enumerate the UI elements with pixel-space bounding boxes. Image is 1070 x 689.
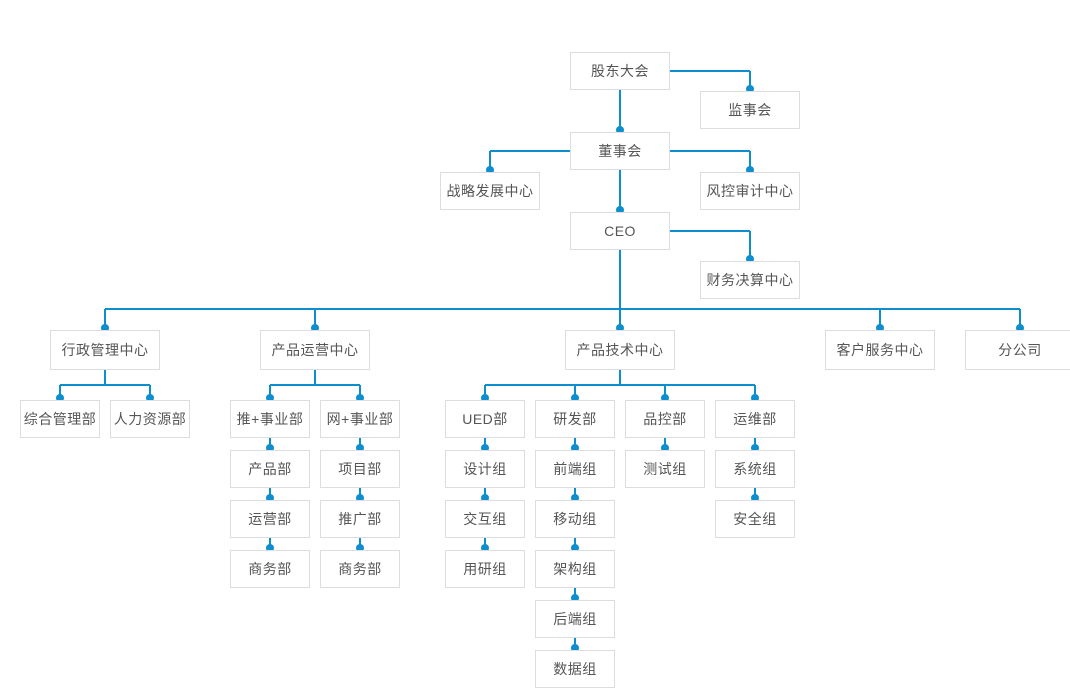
- org-node-n17[interactable]: 运营部: [230, 500, 310, 538]
- org-node-n31[interactable]: 后端组: [535, 600, 615, 638]
- org-node-n32[interactable]: 数据组: [535, 650, 615, 688]
- org-node-n29[interactable]: 移动组: [535, 500, 615, 538]
- org-node-n1[interactable]: 股东大会: [570, 52, 670, 90]
- org-node-label: 董事会: [598, 143, 642, 159]
- org-node-label: 风控审计中心: [706, 183, 794, 199]
- org-node-label: 战略发展中心: [446, 183, 534, 199]
- org-node-n11[interactable]: 客户服务中心: [825, 330, 935, 370]
- org-node-label: 综合管理部: [23, 411, 97, 427]
- org-node-label: 安全组: [733, 511, 777, 527]
- org-node-label: 研发部: [553, 411, 597, 427]
- org-node-n23[interactable]: UED部: [445, 400, 525, 438]
- org-node-n7[interactable]: 财务决算中心: [700, 261, 800, 299]
- org-node-label: 网+事业部: [326, 411, 394, 427]
- org-node-label: UED部: [462, 411, 508, 427]
- org-node-label: 系统组: [733, 461, 777, 477]
- org-node-label: 推广部: [338, 511, 382, 527]
- org-node-n35[interactable]: 运维部: [715, 400, 795, 438]
- org-node-label: 运维部: [733, 411, 777, 427]
- org-node-n14[interactable]: 人力资源部: [110, 400, 190, 438]
- org-node-label: 运营部: [248, 511, 292, 527]
- org-node-n18[interactable]: 商务部: [230, 550, 310, 588]
- org-node-n10[interactable]: 产品技术中心: [565, 330, 675, 370]
- org-node-label: 后端组: [553, 611, 597, 627]
- org-node-label: 股东大会: [591, 63, 649, 79]
- org-node-label: 推+事业部: [236, 411, 304, 427]
- org-node-label: 行政管理中心: [61, 342, 149, 358]
- org-node-label: 移动组: [553, 511, 597, 527]
- org-node-n28[interactable]: 前端组: [535, 450, 615, 488]
- org-node-n6[interactable]: CEO: [570, 212, 670, 250]
- org-node-label: 前端组: [553, 461, 597, 477]
- org-node-n13[interactable]: 综合管理部: [20, 400, 100, 438]
- org-node-n22[interactable]: 商务部: [320, 550, 400, 588]
- org-node-n15[interactable]: 推+事业部: [230, 400, 310, 438]
- org-node-n2[interactable]: 监事会: [700, 91, 800, 129]
- org-node-n19[interactable]: 网+事业部: [320, 400, 400, 438]
- org-node-n20[interactable]: 项目部: [320, 450, 400, 488]
- org-node-label: 商务部: [338, 561, 382, 577]
- org-node-n33[interactable]: 品控部: [625, 400, 705, 438]
- org-node-label: 架构组: [553, 561, 597, 577]
- org-node-label: 财务决算中心: [706, 272, 794, 288]
- org-node-label: 设计组: [463, 461, 507, 477]
- org-node-label: 品控部: [643, 411, 687, 427]
- org-node-n24[interactable]: 设计组: [445, 450, 525, 488]
- org-node-n37[interactable]: 安全组: [715, 500, 795, 538]
- org-node-label: 测试组: [643, 461, 687, 477]
- org-node-n12[interactable]: 分公司: [965, 330, 1070, 370]
- org-node-label: 分公司: [998, 342, 1042, 358]
- org-node-n34[interactable]: 测试组: [625, 450, 705, 488]
- org-node-n9[interactable]: 产品运营中心: [260, 330, 370, 370]
- org-node-label: 交互组: [463, 511, 507, 527]
- org-node-label: 人力资源部: [113, 411, 187, 427]
- org-node-label: 客户服务中心: [836, 342, 924, 358]
- org-node-label: 商务部: [248, 561, 292, 577]
- org-node-label: CEO: [604, 223, 636, 239]
- org-node-n8[interactable]: 行政管理中心: [50, 330, 160, 370]
- org-node-n16[interactable]: 产品部: [230, 450, 310, 488]
- org-node-n3[interactable]: 董事会: [570, 132, 670, 170]
- org-node-n4[interactable]: 战略发展中心: [440, 172, 540, 210]
- org-node-n21[interactable]: 推广部: [320, 500, 400, 538]
- org-node-n25[interactable]: 交互组: [445, 500, 525, 538]
- org-node-n30[interactable]: 架构组: [535, 550, 615, 588]
- org-node-n5[interactable]: 风控审计中心: [700, 172, 800, 210]
- org-node-label: 数据组: [553, 661, 597, 677]
- org-node-label: 产品技术中心: [576, 342, 664, 358]
- org-node-n27[interactable]: 研发部: [535, 400, 615, 438]
- org-node-n26[interactable]: 用研组: [445, 550, 525, 588]
- org-node-label: 监事会: [728, 102, 772, 118]
- org-node-n36[interactable]: 系统组: [715, 450, 795, 488]
- org-node-label: 产品运营中心: [271, 342, 359, 358]
- org-node-label: 产品部: [248, 461, 292, 477]
- org-node-label: 用研组: [463, 561, 507, 577]
- org-node-label: 项目部: [338, 461, 382, 477]
